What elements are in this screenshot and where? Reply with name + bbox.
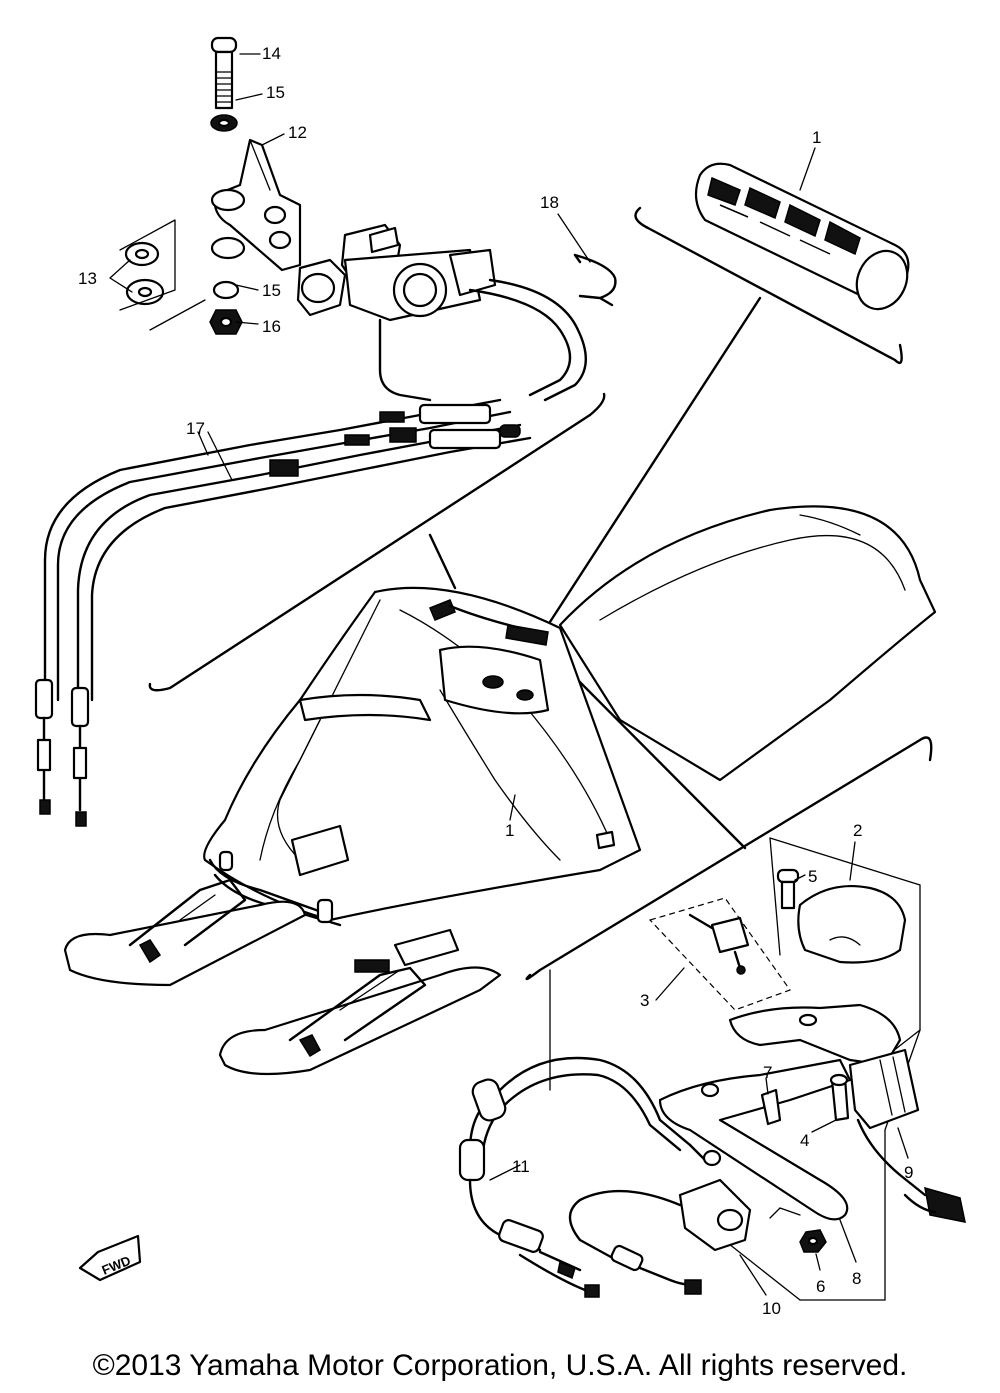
brake-lever-assembly xyxy=(458,837,966,1301)
callout-11: 11 xyxy=(512,1157,530,1176)
callout-9: 9 xyxy=(904,1163,913,1182)
callout-leaders xyxy=(109,53,909,1296)
arrow-cables xyxy=(428,533,457,590)
parts-diagram: 1 1 2 3 4 5 6 7 8 9 10 11 12 13 14 15 15… xyxy=(34,36,966,1318)
callout-14: 14 xyxy=(262,44,281,63)
callout-6: 6 xyxy=(816,1277,825,1296)
callout-15-bottom: 15 xyxy=(262,281,281,300)
callout-17: 17 xyxy=(186,419,205,438)
callout-2: 2 xyxy=(853,821,862,840)
clip-part xyxy=(573,253,617,307)
throttle-cables xyxy=(34,278,587,827)
section-divider-lever xyxy=(525,736,933,981)
throttle-housing-assembly xyxy=(119,36,497,335)
fwd-arrow-icon: FWD xyxy=(78,1234,142,1282)
callout-15-top: 15 xyxy=(266,83,285,102)
snowmobile-body xyxy=(63,505,937,1076)
handlebar-grip xyxy=(694,162,910,311)
callout-7: 7 xyxy=(763,1063,772,1082)
callout-1-grip: 1 xyxy=(812,128,821,147)
callout-5: 5 xyxy=(808,867,817,886)
callout-18: 18 xyxy=(540,193,559,212)
callout-1-sled: 1 xyxy=(505,821,514,840)
callout-12: 12 xyxy=(288,123,307,142)
arrow-grip xyxy=(546,296,762,627)
callout-10: 10 xyxy=(762,1299,781,1318)
section-divider-grip xyxy=(634,206,903,364)
callout-16: 16 xyxy=(262,317,281,336)
callout-3: 3 xyxy=(640,991,649,1010)
copyright-notice: ©2013 Yamaha Motor Corporation, U.S.A. A… xyxy=(92,1349,908,1382)
callout-13: 13 xyxy=(78,269,97,288)
callout-8: 8 xyxy=(852,1269,861,1288)
callout-4: 4 xyxy=(800,1131,809,1150)
section-divider-cables xyxy=(148,392,606,692)
